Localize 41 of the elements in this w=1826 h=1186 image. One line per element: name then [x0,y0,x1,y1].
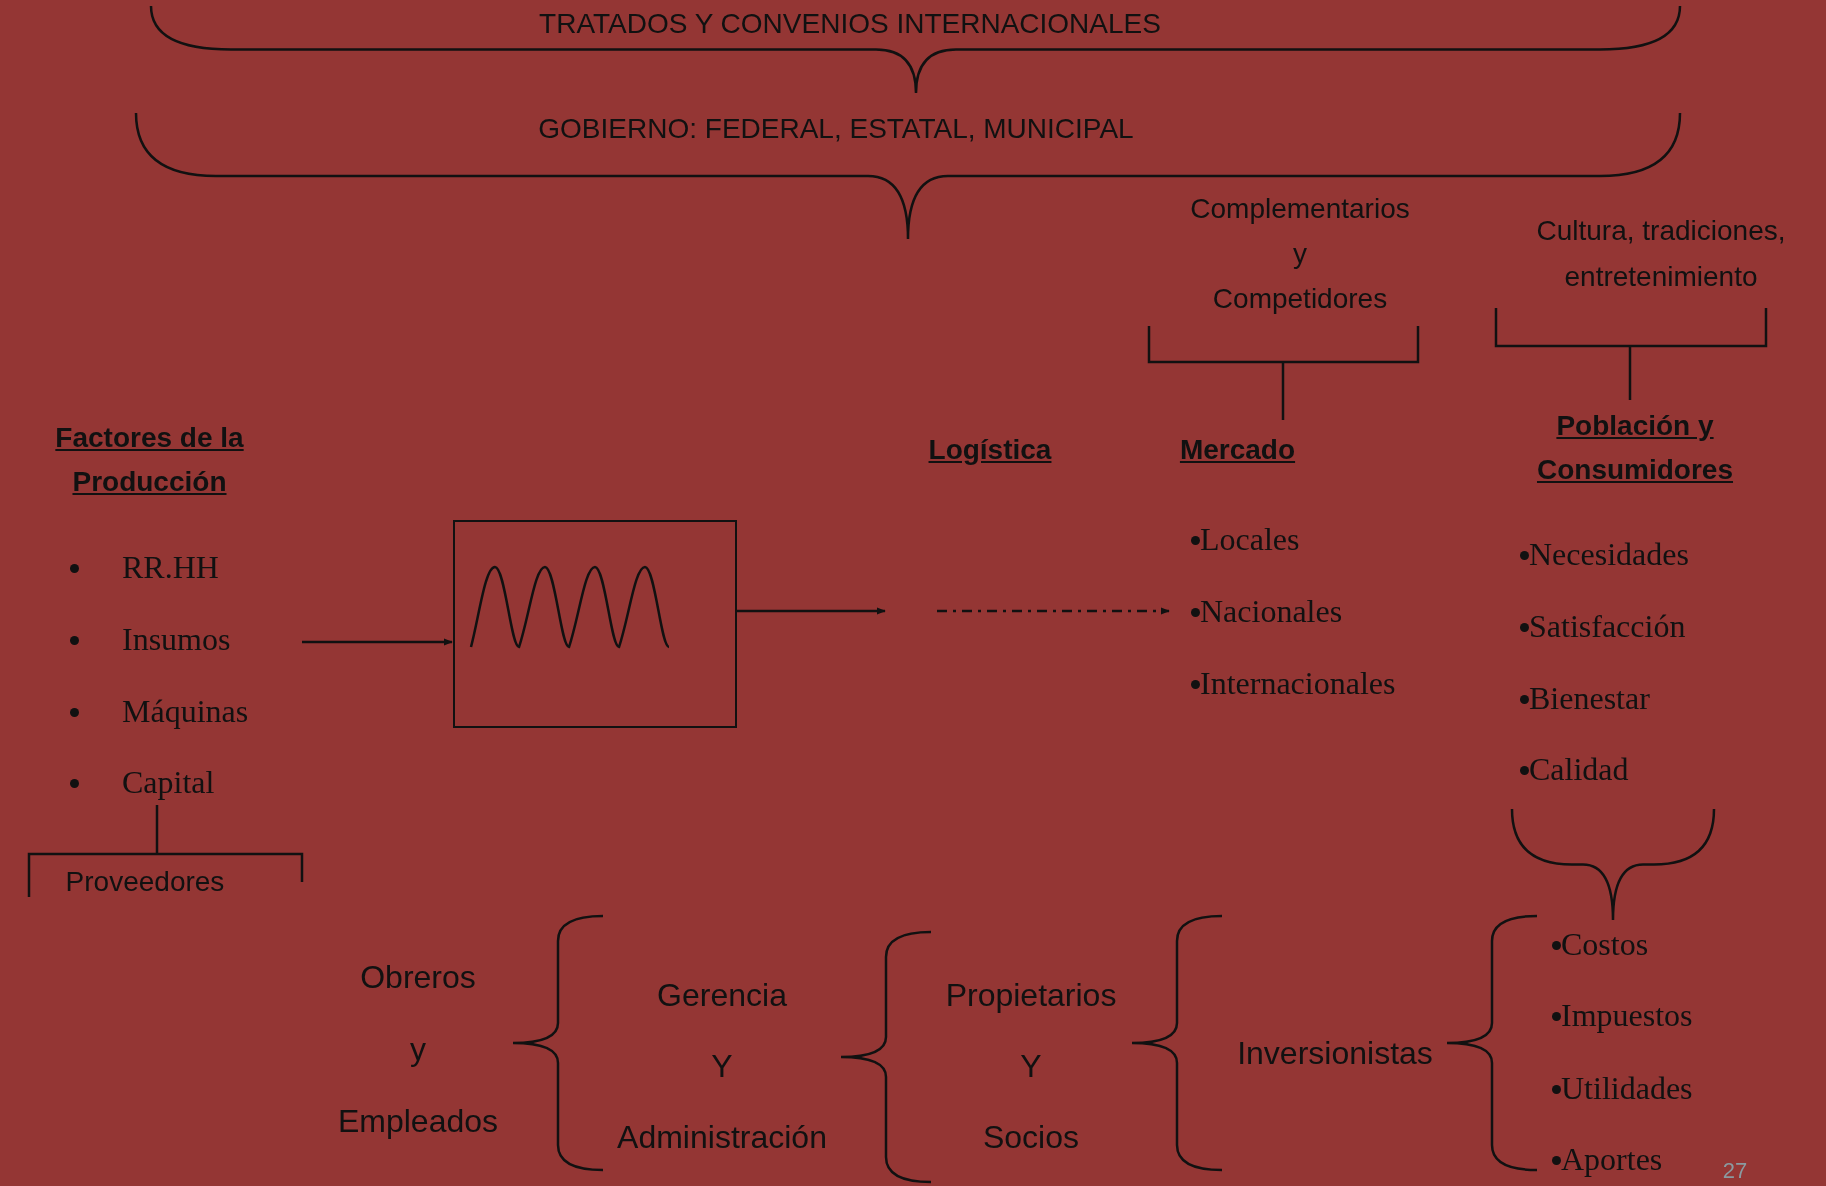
section-heading: Mercado [1178,433,1297,467]
arrow [737,607,886,615]
arrow [302,638,453,646]
section-heading: Población y Consumidores [1536,409,1734,487]
list-item: Máquinas [122,692,249,731]
node-label: Inversionistas [1236,1035,1434,1072]
list-item: Impuestos [1561,996,1693,1035]
list-item: Nacionales [1200,592,1343,631]
node-label: Proveedores [64,866,226,898]
page-number: 27 [1722,1158,1748,1184]
node-label: Gerencia Y Administración [616,976,828,1157]
arrow [937,607,1170,615]
node-label: Obreros y Empleados [336,958,500,1141]
list-item: Internacionales [1200,664,1396,703]
brace-label: GOBIERNO: FEDERAL, ESTATAL, MUNICIPAL [538,113,1134,145]
list-item: Insumos [122,620,231,659]
node-label: Complementarios y Competidores [1189,192,1411,316]
list-item: Calidad [1529,750,1629,789]
list-item: Capital [122,763,215,802]
list-item: Aportes [1561,1140,1663,1179]
section-heading: Factores de la Producción [54,421,245,499]
bracket-connector [27,803,304,899]
list-item: Necesidades [1529,535,1689,574]
bracket-connector [1494,306,1768,402]
curly-brace [1130,914,1224,1172]
curly-brace [839,930,933,1184]
list-item: Utilidades [1561,1069,1693,1108]
brace-label: TRATADOS Y CONVENIOS INTERNACIONALES [539,8,1161,40]
node-label: Propietarios Y Socios [944,976,1118,1157]
curly-brace [511,914,605,1172]
section-heading: Logística [927,433,1053,467]
list-item: Costos [1561,925,1649,964]
bracket-connector [1147,324,1420,422]
curly-brace [1510,807,1716,922]
list-item: Satisfacción [1529,607,1686,646]
list-item: Bienestar [1529,679,1650,718]
node-label: Cultura, tradiciones, entretenimiento [1535,214,1787,294]
curly-brace [1445,914,1539,1172]
list-item: RR.HH [122,548,219,587]
list-item: Locales [1200,520,1300,559]
waveform-drawing [453,520,737,728]
